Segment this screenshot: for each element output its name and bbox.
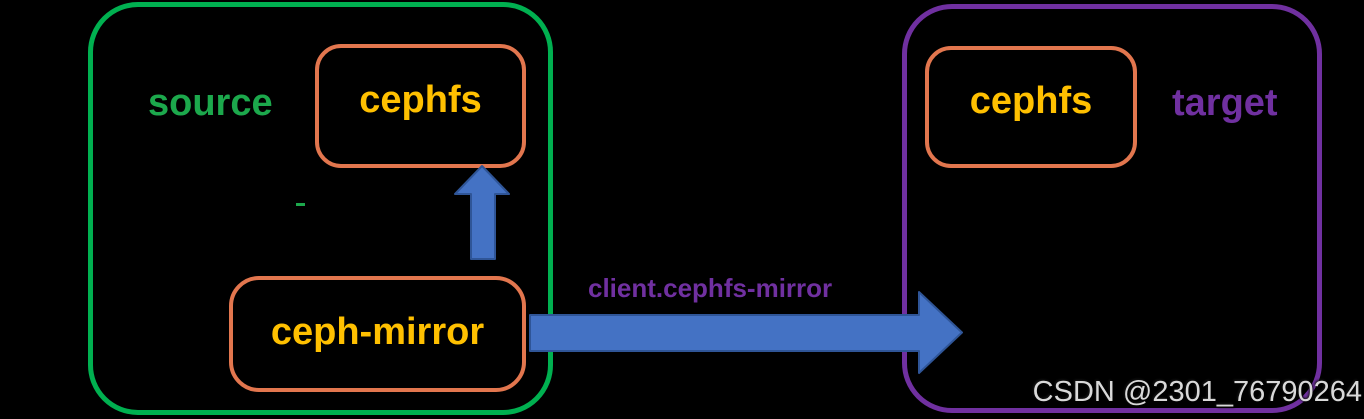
source-cluster-box <box>88 2 553 415</box>
ceph-mirror-node: ceph-mirror <box>229 276 526 392</box>
target-cluster-label: target <box>1172 82 1278 124</box>
target-cluster-box <box>902 4 1322 413</box>
source-cephfs-node-label: cephfs <box>359 78 482 121</box>
source-cephfs-node: cephfs <box>315 44 526 168</box>
source-cluster-label: source <box>148 82 273 124</box>
target-cephfs-node: cephfs <box>925 46 1137 168</box>
stray-green-dash <box>296 203 305 206</box>
client-cephfs-mirror-label: client.cephfs-mirror <box>588 273 833 303</box>
target-cephfs-node-label: cephfs <box>969 79 1093 122</box>
arrow-right-icon <box>529 291 963 374</box>
ceph-mirror-node-label: ceph-mirror <box>270 310 485 353</box>
csdn-watermark: CSDN @2301_76790264 <box>1032 376 1362 408</box>
